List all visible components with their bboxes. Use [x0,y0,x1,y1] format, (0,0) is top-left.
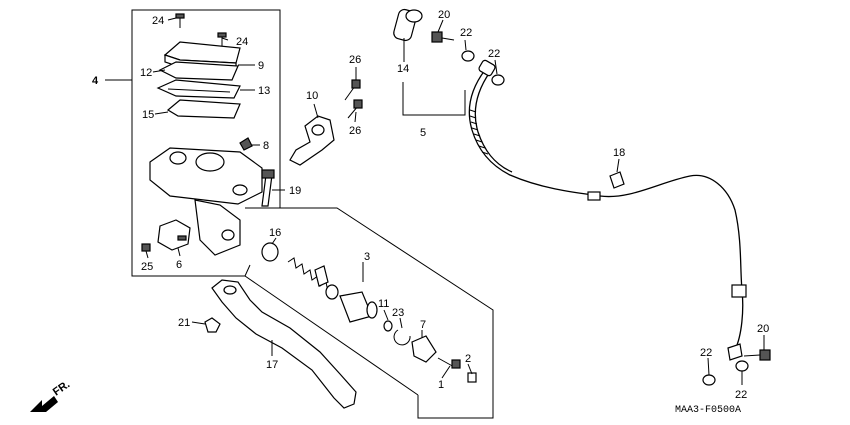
screw-24-a [175,13,185,28]
circlip-23 [393,329,411,346]
spring [287,257,329,293]
hose-5 [468,59,747,361]
diaphragm-13 [156,79,241,99]
label-20-a: 20 [438,9,450,21]
float-15 [166,99,241,119]
boot-7 [411,335,437,363]
banjo-14 [393,8,423,42]
label-13: 13 [258,85,270,97]
bolt-26-a [344,79,361,101]
label-10: 10 [306,90,318,102]
label-9: 9 [258,60,264,72]
label-26-a: 26 [349,54,361,66]
label-17: 17 [266,359,278,371]
label-19: 19 [289,185,301,197]
lever-17 [211,279,357,409]
label-16: 16 [269,227,281,239]
bolt-20-a [431,31,455,43]
nut-2 [467,372,477,383]
bolt-19 [261,169,275,207]
label-20-b: 20 [757,323,769,335]
label-7: 7 [420,319,426,331]
leader-lines [145,17,765,385]
label-22-d: 22 [735,389,747,401]
label-11: 11 [378,298,389,310]
label-22-c: 22 [700,347,712,359]
screw-24-b [217,32,227,46]
clamp-18 [609,171,625,189]
label-23: 23 [392,307,404,319]
bolt-26-b [347,99,363,119]
label-2: 2 [465,353,471,365]
label-18: 18 [613,147,625,159]
label-4: 4 [92,75,99,87]
nut-21 [204,317,221,333]
label-24-a: 24 [152,15,164,27]
label-24-b: 24 [236,36,248,48]
label-22-b: 22 [488,48,500,60]
label-26-b: 26 [349,125,361,137]
bolt-8 [239,137,253,151]
bolt-20-b [743,349,771,361]
bracket-5 [402,82,466,116]
label-25: 25 [141,261,153,273]
label-5: 5 [420,127,426,139]
label-1: 1 [438,379,444,391]
piston [325,284,378,323]
label-15: 15 [142,109,154,121]
diagram-code: MAA3-F0500A [675,405,741,416]
washers-22-lower [702,360,749,386]
screw-25 [141,243,151,252]
holder-10 [289,115,335,166]
front-arrow-icon [30,396,58,412]
label-12: 12 [140,67,152,79]
front-arrow-label: FR. [51,378,72,398]
washers-22-upper [461,50,505,86]
master-cylinder-body [149,147,263,256]
plate-9 [158,61,239,81]
label-14: 14 [397,63,409,75]
boot-16 [261,242,279,262]
pivot-bolt-1 [437,357,461,369]
label-8: 8 [263,140,269,152]
washer-11 [383,320,393,332]
label-22-a: 22 [460,27,472,39]
piston-kit-frame-3 [244,207,494,419]
label-6: 6 [176,259,182,271]
brake-switch-6 [157,219,191,251]
assembly-frame-4 [105,9,281,277]
label-21: 21 [178,317,190,329]
label-3: 3 [364,251,370,263]
